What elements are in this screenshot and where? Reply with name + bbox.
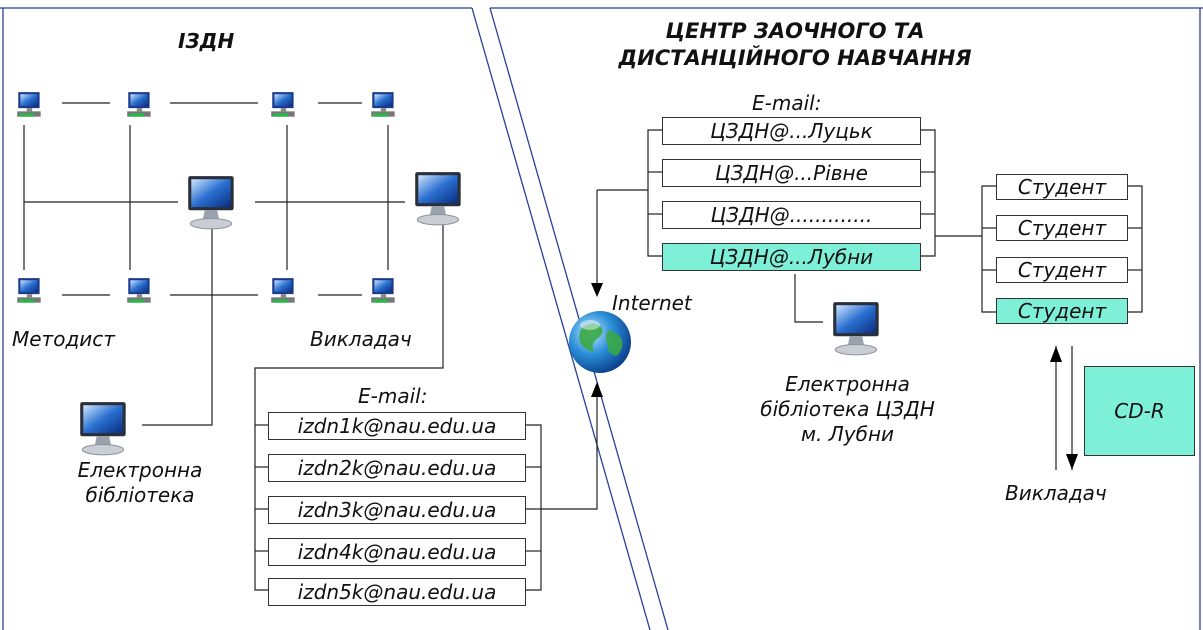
- student-box-highlighted: Студент: [996, 298, 1128, 324]
- czdn-email-box: ЦЗДН@...Луцьк: [662, 117, 921, 145]
- globe-icon: [569, 311, 631, 373]
- izdn-email-label: E-mail:: [358, 384, 428, 408]
- czdn-lecturer-label: Викладач: [1005, 481, 1107, 505]
- izdn-email-box: izdn1k@nau.edu.ua: [268, 412, 526, 440]
- izdn-library-line1: Електронна: [77, 458, 203, 482]
- divider-lines: [471, 7, 669, 630]
- student-box: Студент: [996, 174, 1128, 200]
- arrow-up-lecturer: [1050, 346, 1062, 362]
- izdn-title: ІЗДН: [178, 29, 235, 53]
- arrow-up-to-globe: [591, 382, 603, 397]
- czdn-email-box: ЦЗДН@...Рівне: [662, 159, 921, 187]
- czdn-library-computer-icon: [832, 301, 880, 356]
- arrow-down-to-internet: [591, 283, 603, 297]
- server-computer-icon: [187, 175, 235, 230]
- frame: [0, 7, 1203, 630]
- student-box: Студент: [996, 215, 1128, 241]
- czdn-library-line3: м. Лубни: [800, 422, 895, 446]
- computer-icon: [371, 278, 395, 303]
- izdn-library-label: Електронна бібліотека: [45, 458, 235, 508]
- internet-label: Internet: [612, 291, 692, 315]
- arrow-down-lecturer: [1066, 454, 1078, 470]
- computer-icon: [127, 278, 151, 303]
- czdn-title-line2: ДИСТАНЦІЙНОГО НАВЧАННЯ: [618, 46, 972, 70]
- izdn-library-line2: бібліотека: [85, 483, 195, 507]
- izdn-email-box: izdn5k@nau.edu.ua: [268, 578, 526, 606]
- czdn-library-line2: бібліотека ЦЗДН: [760, 397, 935, 421]
- izdn-lecturer-label: Викладач: [310, 327, 412, 351]
- czdn-email-box-highlighted: ЦЗДН@...Лубни: [662, 243, 921, 271]
- czdn-library-line1: Електронна: [785, 372, 910, 396]
- czdn-library-label: Електронна бібліотека ЦЗДН м. Лубни: [735, 372, 960, 447]
- computer-icon: [371, 92, 395, 117]
- computer-icon: [127, 92, 151, 117]
- methodist-label: Методист: [12, 327, 115, 351]
- czdn-network-lines: [596, 129, 1143, 470]
- cd-r-box: CD-R: [1084, 366, 1195, 456]
- student-box: Студент: [996, 257, 1128, 283]
- czdn-title: ЦЕНТР ЗАОЧНОГО ТА ДИСТАНЦІЙНОГО НАВЧАННЯ: [560, 18, 1030, 72]
- izdn-email-box: izdn3k@nau.edu.ua: [268, 496, 526, 524]
- computer-icon: [271, 92, 295, 117]
- izdn-email-box: izdn2k@nau.edu.ua: [268, 454, 526, 482]
- czdn-email-box: ЦЗДН@.............: [662, 201, 921, 229]
- czdn-title-line1: ЦЕНТР ЗАОЧНОГО ТА: [665, 19, 925, 43]
- computer-icon: [271, 278, 295, 303]
- lecturer-computer-icon: [414, 171, 462, 226]
- czdn-email-label: E-mail:: [752, 91, 822, 115]
- izdn-network-lines: [23, 102, 598, 591]
- izdn-email-box: izdn4k@nau.edu.ua: [268, 538, 526, 566]
- library-computer-icon: [79, 401, 127, 456]
- computer-icon: [17, 278, 41, 303]
- computer-icon: [17, 92, 41, 117]
